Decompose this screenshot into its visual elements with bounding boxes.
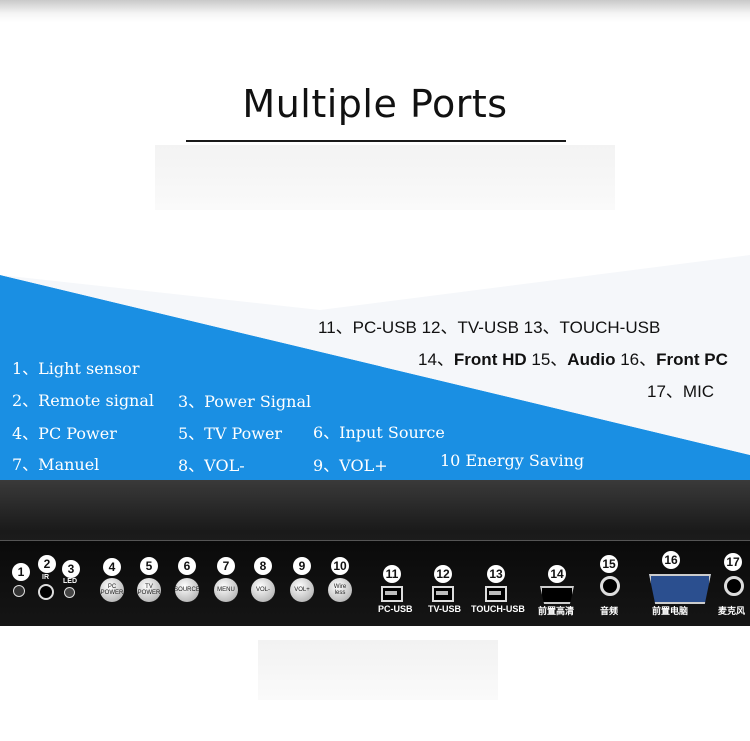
badge-11: 11 (383, 565, 401, 583)
port-label-tv-usb: TV-USB (428, 604, 462, 614)
menu-button[interactable]: MENU (214, 578, 238, 602)
label-2: 2、Remote signal (12, 391, 155, 410)
audio-jack-icon (600, 576, 620, 596)
label-11-13: 11、PC-USB 12、TV-USB 13、TOUCH-USB (318, 318, 661, 337)
badge-13: 13 (487, 565, 505, 583)
port-label-front-pc: 前置电脑 (652, 606, 689, 616)
label-7: 7、Manuel (12, 455, 100, 474)
port-label-touch-usb: TOUCH-USB (471, 604, 525, 614)
reflection-block (258, 640, 498, 700)
badge-1: 1 (12, 563, 30, 581)
pc-usb-port-icon (381, 586, 403, 602)
label-3: 3、Power Signal (178, 392, 312, 411)
port-strip (0, 540, 750, 626)
ir-label: IR (42, 574, 49, 581)
led-label: LED (63, 578, 77, 585)
hdmi-port-icon (540, 586, 574, 604)
badge-3: 3 (62, 560, 80, 578)
badge-16: 16 (662, 551, 680, 569)
label-14-16: 14、Front HD 15、Audio 16、Front PC (418, 350, 728, 369)
light-sensor-icon (13, 585, 25, 597)
touch-usb-port-icon (485, 586, 507, 602)
port-label-pc-usb: PC-USB (378, 604, 413, 614)
tv-power-button[interactable]: TV POWER (137, 578, 161, 602)
vol-down-button[interactable]: VOL- (251, 578, 275, 602)
tv-usb-port-icon (432, 586, 454, 602)
badge-12: 12 (434, 565, 452, 583)
wireless-button[interactable]: Wire less (328, 578, 352, 602)
badge-10: 10 (331, 557, 349, 575)
port-label-mic: 麦克风 (718, 606, 746, 616)
led-indicator-icon (64, 587, 75, 598)
badge-5: 5 (140, 557, 158, 575)
badge-7: 7 (217, 557, 235, 575)
top-shadow (0, 0, 750, 22)
port-label-front-hd: 前置高清 (538, 606, 575, 616)
source-button[interactable]: SOURCE (174, 578, 200, 602)
label-17: 17、MIC (647, 382, 715, 401)
badge-15: 15 (600, 555, 618, 573)
badge-4: 4 (103, 558, 121, 576)
label-8: 8、VOL- (178, 456, 245, 475)
badge-14: 14 (548, 565, 566, 583)
badge-2: 2 (38, 555, 56, 573)
mic-jack-icon (724, 576, 744, 596)
ir-receiver-icon (38, 584, 54, 600)
label-10: 10 Energy Saving (440, 451, 585, 470)
page-title: Multiple Ports (242, 82, 508, 126)
badge-17: 17 (724, 553, 742, 571)
label-9: 9、VOL+ (313, 456, 388, 475)
label-4: 4、PC Power (12, 424, 117, 443)
port-label-audio: 音频 (600, 606, 619, 616)
badge-9: 9 (293, 557, 311, 575)
white-wedge (0, 255, 750, 485)
vga-port-icon (649, 574, 711, 604)
label-1: 1、Light sensor (12, 359, 140, 378)
vol-up-button[interactable]: VOL+ (290, 578, 314, 602)
badge-8: 8 (254, 557, 272, 575)
label-5: 5、TV Power (178, 424, 283, 443)
pc-power-button[interactable]: PC POWER (100, 578, 124, 602)
label-6: 6、Input Source (313, 423, 445, 442)
badge-6: 6 (178, 557, 196, 575)
title-underline (186, 140, 566, 142)
title-backdrop (155, 145, 615, 210)
